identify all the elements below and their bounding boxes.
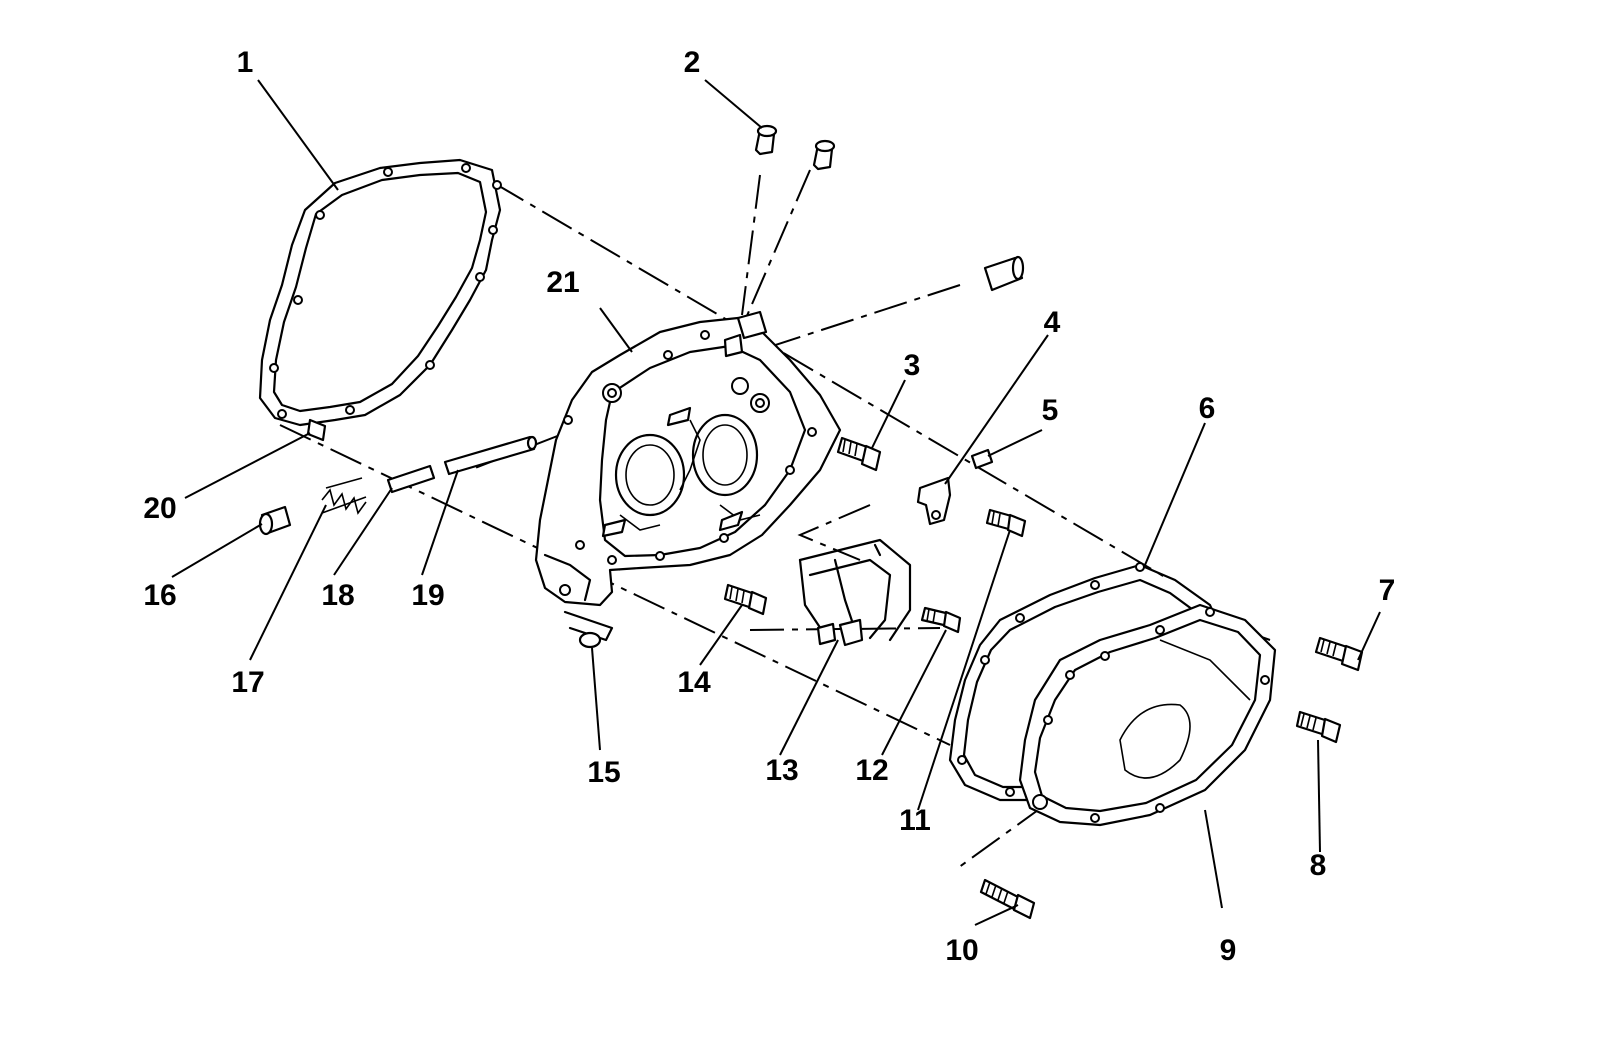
callout-2: 2 — [684, 46, 701, 79]
callout-10: 10 — [945, 934, 978, 967]
callout-3: 3 — [904, 349, 921, 382]
part-1-gasket — [258, 158, 502, 427]
part-17-spring — [321, 477, 367, 515]
callout-7: 7 — [1379, 574, 1396, 607]
part-20-dowel — [306, 418, 327, 442]
callout-4: 4 — [1044, 306, 1061, 339]
callout-14: 14 — [677, 666, 711, 699]
callout-21: 21 — [546, 266, 579, 299]
part-19-rod — [443, 435, 538, 476]
callout-6: 6 — [1199, 392, 1216, 425]
part-18-plunger — [386, 464, 436, 494]
part-12-bolt — [920, 606, 962, 634]
part-5-pin — [970, 448, 994, 470]
part-15-cap — [563, 610, 614, 649]
callout-labels: 1 2 3 4 5 6 7 8 9 10 11 12 13 14 15 16 1… — [143, 46, 1395, 967]
part-3-bolt — [836, 436, 882, 472]
callout-20: 20 — [143, 492, 176, 525]
part-21-housing — [534, 310, 842, 607]
callout-15: 15 — [587, 756, 620, 789]
part-13-bracket-assembly — [798, 538, 912, 647]
leader-lines — [171, 79, 1381, 926]
part-8-bolt — [1295, 710, 1342, 744]
alignment-lines — [279, 169, 1271, 871]
callout-1: 1 — [237, 46, 254, 79]
callout-16: 16 — [143, 579, 176, 612]
callout-9: 9 — [1220, 934, 1237, 967]
part-7-bolt — [1314, 636, 1364, 672]
callout-8: 8 — [1310, 849, 1327, 882]
side-plug — [983, 255, 1025, 292]
callout-19: 19 — [411, 579, 444, 612]
callout-18: 18 — [321, 579, 354, 612]
callout-11: 11 — [899, 804, 931, 837]
part-11-bolt — [985, 508, 1027, 538]
part-4-bracket — [916, 476, 952, 526]
part-14-bolt — [723, 583, 768, 616]
callout-13: 13 — [765, 754, 798, 787]
callout-5: 5 — [1042, 394, 1059, 427]
callout-12: 12 — [855, 754, 888, 787]
part-2-plugs — [754, 124, 836, 171]
callout-17: 17 — [231, 666, 264, 699]
part-10-stud — [979, 878, 1036, 920]
part-9-cover — [1018, 603, 1277, 827]
part-16-plug — [258, 505, 292, 536]
